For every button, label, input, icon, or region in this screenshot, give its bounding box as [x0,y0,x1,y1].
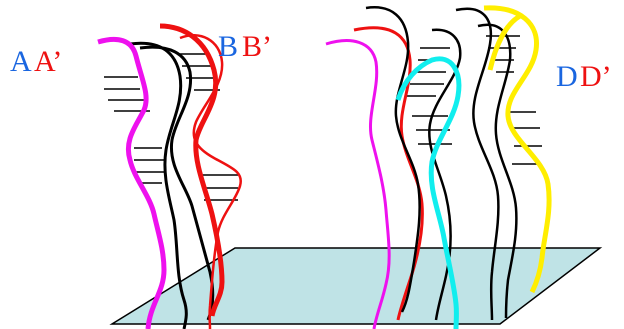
strand-c-black [365,6,421,313]
strand-d-yellow-top [487,13,522,71]
duplex-c [325,6,462,329]
duplex-a [97,36,188,329]
label-a: A [10,45,32,78]
strand-d-black-left [455,7,500,321]
label-a-prime: A’ [34,45,62,78]
strand-c-magenta [325,39,391,329]
strand-d-yellow [483,5,552,294]
label-b: B [218,30,238,63]
label-b-prime: B’ [242,30,272,63]
duplex-d [455,5,552,321]
strand-c-cyan [395,56,462,329]
label-d: D [556,60,578,93]
duplex-b [139,23,243,329]
strand-a-black [129,41,188,329]
strand-b-red-bold [159,23,225,317]
base-pair-rungs-b [178,53,238,201]
strand-b-black [139,45,215,321]
label-d-prime: D’ [580,60,612,93]
base-pair-rungs-d [486,35,542,165]
base-pair-rungs-a [104,76,164,184]
strand-c-black-2 [428,28,462,321]
surface-plate [109,247,603,325]
strand-d-black-right [477,23,518,319]
strand-b-red [179,34,243,329]
strand-a-magenta [97,36,167,329]
